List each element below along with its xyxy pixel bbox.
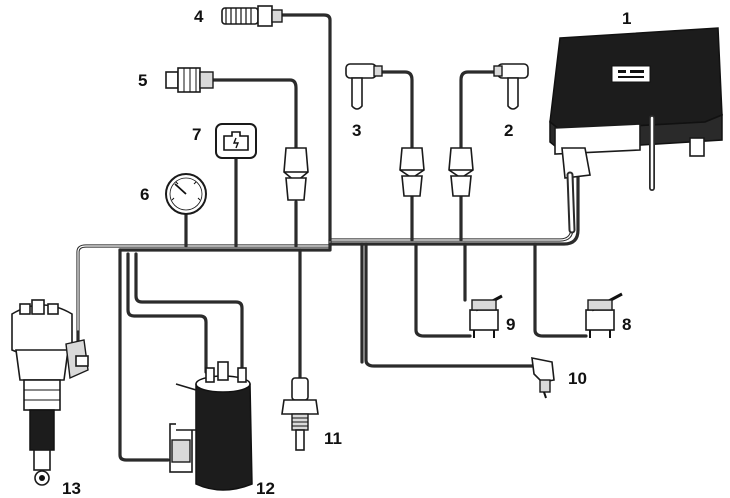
switch-8 xyxy=(585,292,623,338)
sensor-4 xyxy=(221,5,283,27)
label-9: 9 xyxy=(506,315,515,334)
label-13: 13 xyxy=(62,479,81,498)
engine-warning-icon xyxy=(223,131,249,151)
label-11: 11 xyxy=(324,429,342,448)
label-7: 7 xyxy=(192,125,201,144)
inline-connector-5 xyxy=(283,147,309,201)
callout-labels: 1 2 3 4 5 6 7 8 9 10 11 12 13 xyxy=(62,7,631,498)
label-3: 3 xyxy=(352,121,361,140)
label-2: 2 xyxy=(504,121,513,140)
sensor-11 xyxy=(281,377,319,451)
label-12: 12 xyxy=(256,479,275,498)
label-6: 6 xyxy=(140,185,149,204)
label-5: 5 xyxy=(138,71,147,90)
label-10: 10 xyxy=(568,369,587,388)
inline-connector-2 xyxy=(448,147,474,197)
switch-9 xyxy=(469,294,503,338)
sensor-3 xyxy=(345,63,383,110)
sensor-10 xyxy=(531,356,555,399)
ignition-coil-12 xyxy=(169,361,253,491)
sensor-2 xyxy=(493,63,529,110)
label-4: 4 xyxy=(194,7,204,26)
wiring-harness xyxy=(68,13,588,462)
gauge-6 xyxy=(165,173,207,215)
label-1: 1 xyxy=(622,9,631,28)
ecu-module xyxy=(549,27,723,234)
engine-warning-lamp-7 xyxy=(215,123,257,159)
distributor-13 xyxy=(11,299,89,486)
inline-connector-3 xyxy=(399,147,425,197)
label-8: 8 xyxy=(622,315,631,334)
sensor-5 xyxy=(165,67,214,93)
